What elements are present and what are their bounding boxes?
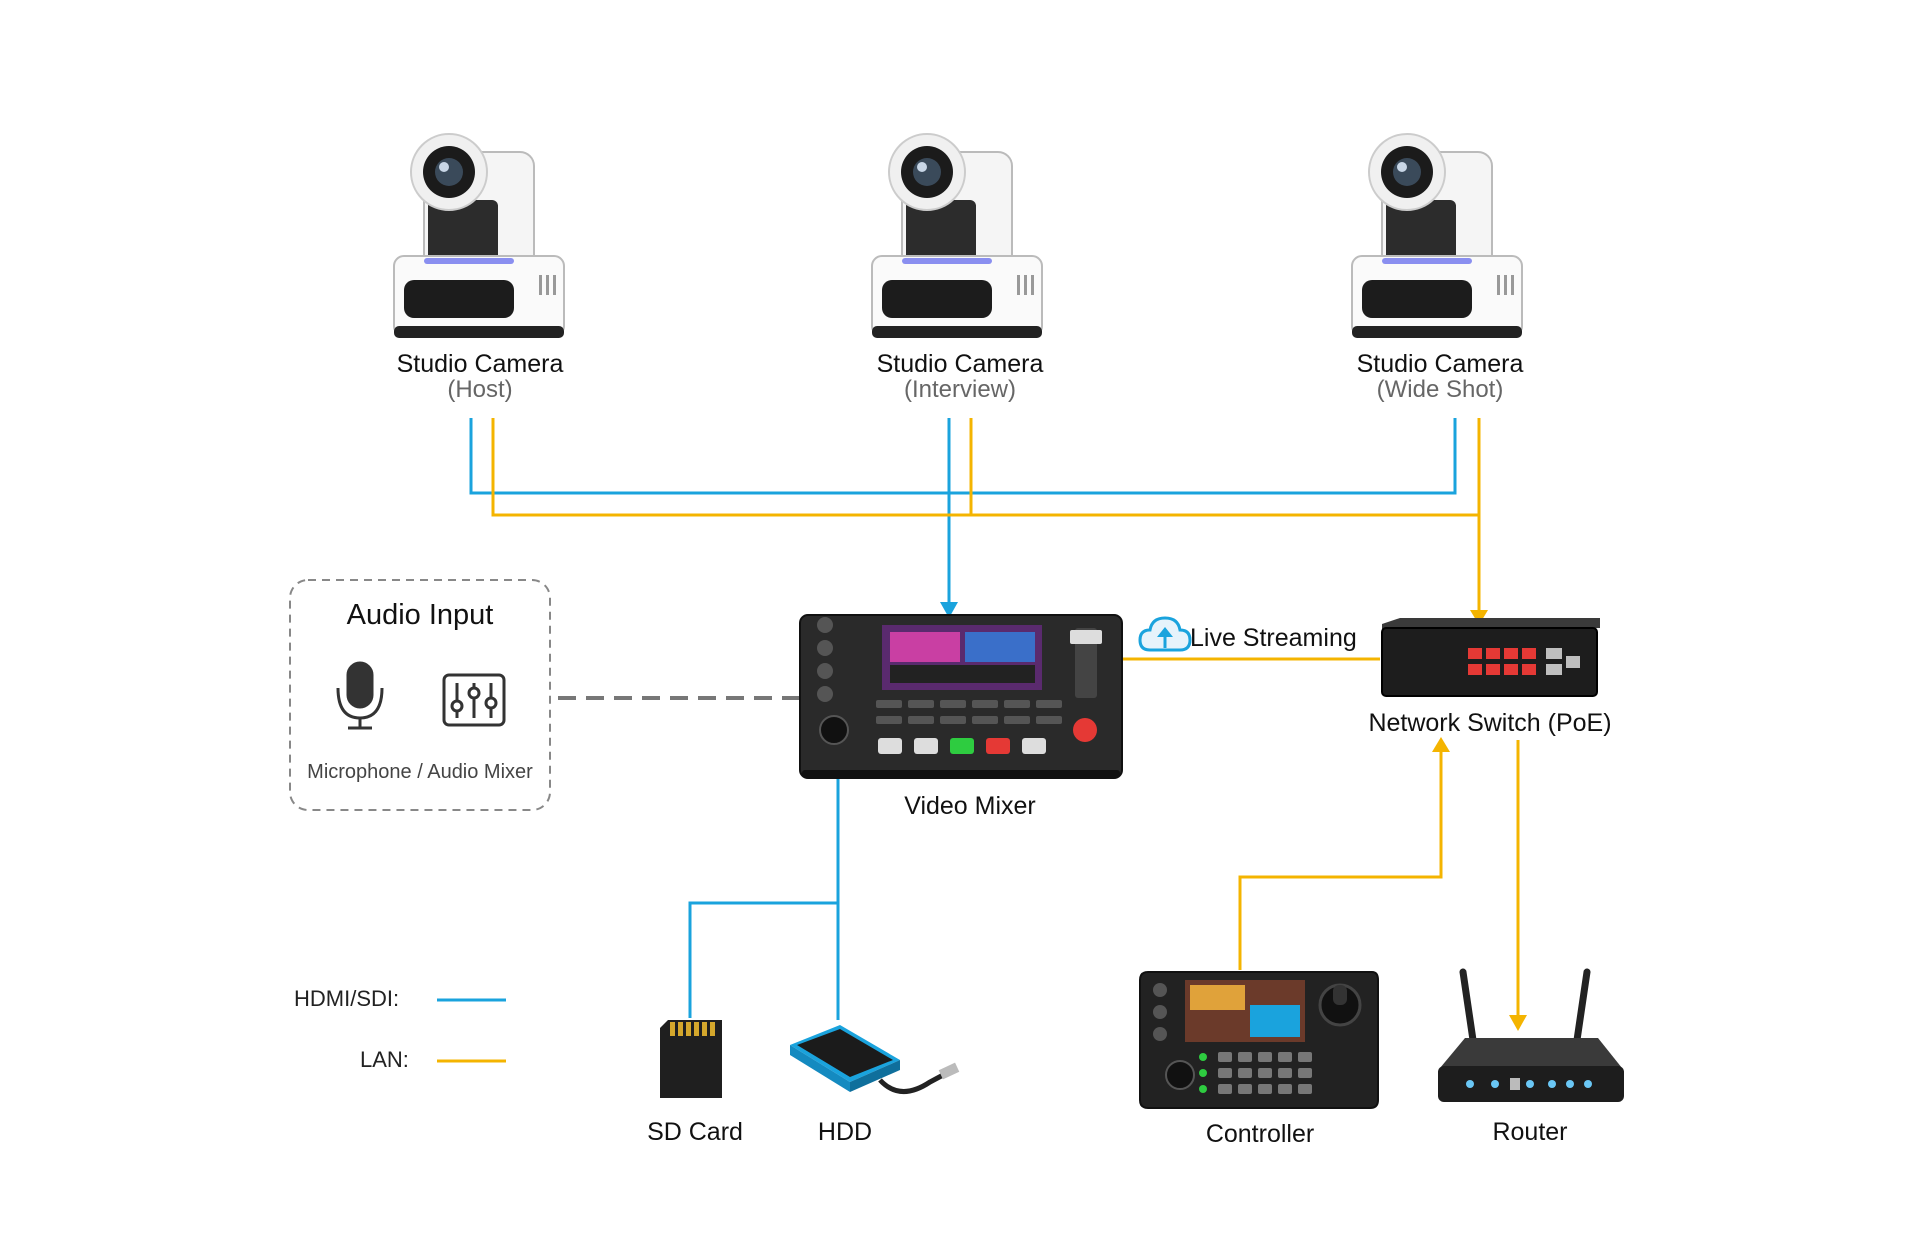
camera-host-title: Studio Camera xyxy=(396,350,564,378)
hdmi-arrow-mixer xyxy=(940,602,958,618)
network-switch-icon xyxy=(1381,618,1600,697)
camera-interview-title: Studio Camera xyxy=(876,350,1044,378)
lan-lines xyxy=(437,418,1527,1063)
hdmi-line-host xyxy=(469,418,1457,495)
live-streaming-label: Live Streaming xyxy=(1190,624,1357,652)
audio-mixer-icon xyxy=(442,673,506,727)
video-mixer-label: Video Mixer xyxy=(904,792,1036,820)
hdd-label: HDD xyxy=(817,1118,873,1146)
sd-card-icon xyxy=(660,1020,722,1098)
video-mixer-icon xyxy=(799,614,1123,779)
lan-arrow-switch-up xyxy=(1432,737,1450,752)
audio-input-title: Audio Input xyxy=(346,599,494,631)
lan-arrow-router xyxy=(1509,1015,1527,1031)
audio-input-box xyxy=(289,579,551,811)
controller-label: Controller xyxy=(1205,1120,1315,1148)
controller-icon xyxy=(1139,971,1379,1109)
camera-host-role: (Host) xyxy=(447,376,513,403)
lan-arrow-switch xyxy=(1470,610,1488,625)
microphone-icon xyxy=(336,661,384,730)
sd-card-label: SD Card xyxy=(647,1118,743,1146)
router-icon xyxy=(1438,968,1624,1102)
legend-lan-label: LAN: xyxy=(360,1047,409,1072)
router-label: Router xyxy=(1492,1118,1568,1146)
network-switch-label: Network Switch (PoE) xyxy=(1368,709,1612,737)
hdmi-lines xyxy=(437,418,1457,1020)
camera-interview-role: (Interview) xyxy=(903,376,1017,403)
camera-wide-shot-role: (Wide Shot) xyxy=(1376,376,1504,403)
audio-input-devices-label: Microphone / Audio Mixer xyxy=(307,761,533,783)
camera-host-icon xyxy=(393,133,565,338)
cloud-upload-icon xyxy=(1138,616,1192,652)
lan-line-controller xyxy=(1238,750,1443,970)
legend-hdmi-label: HDMI/SDI: xyxy=(294,986,400,1011)
hdmi-line-mixer-storage xyxy=(688,778,840,1018)
lan-line-cameras xyxy=(491,418,1481,517)
camera-wide-shot-icon xyxy=(1351,133,1523,338)
camera-wide-shot-title: Studio Camera xyxy=(1356,350,1524,378)
hdd-icon xyxy=(790,1025,960,1094)
camera-interview-icon xyxy=(871,133,1043,338)
